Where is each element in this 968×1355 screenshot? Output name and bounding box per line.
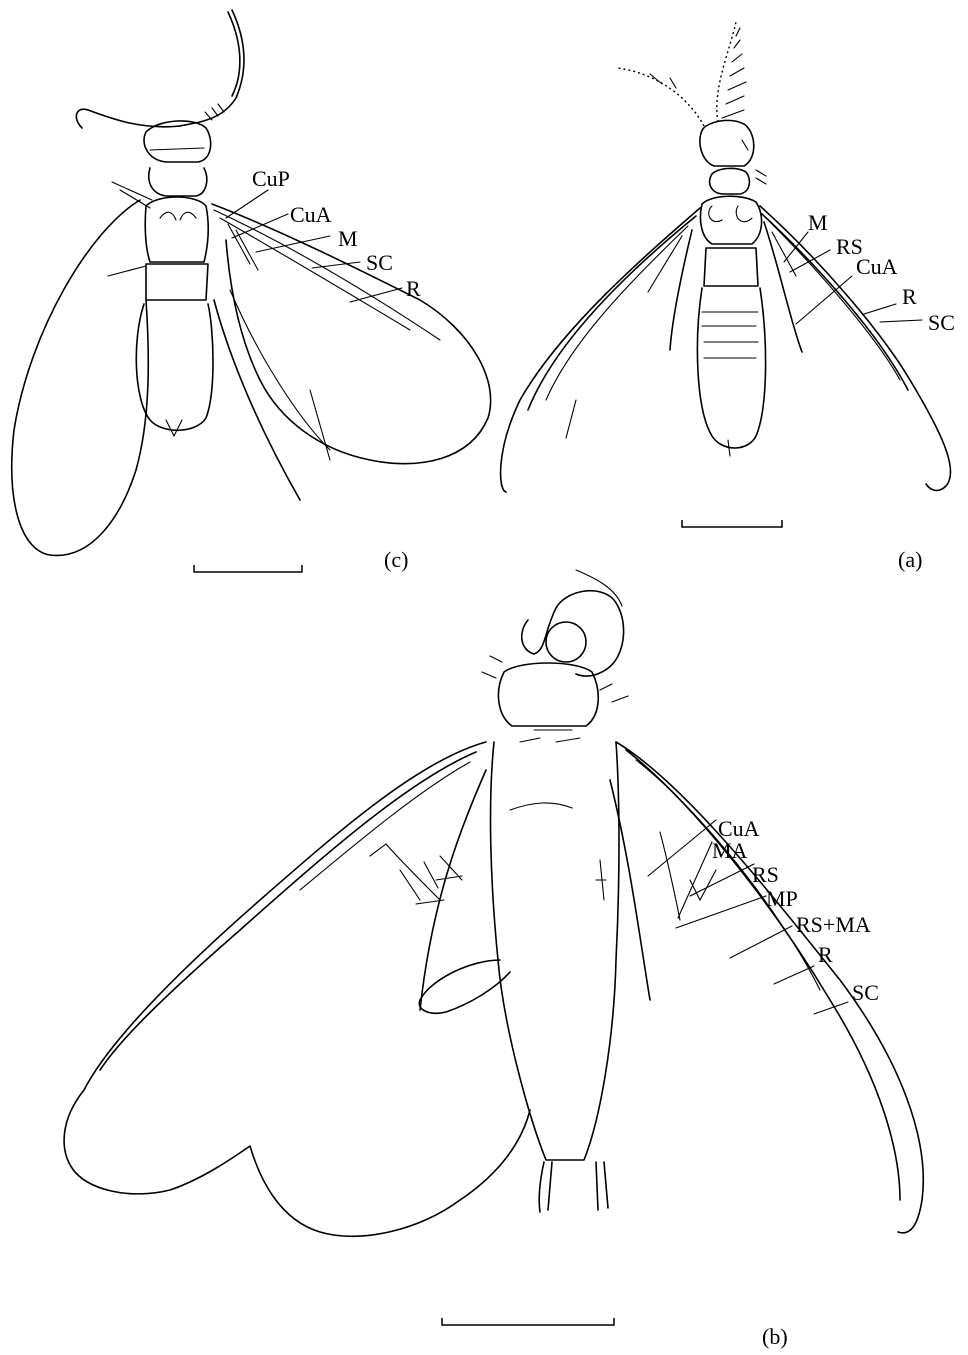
panel-b-vein-label: RS+MA <box>796 912 871 937</box>
panel-a-vein-label: R <box>902 284 917 309</box>
panel-a-vein-label: CuA <box>856 254 898 279</box>
panel-c-vein-label: M <box>338 226 358 251</box>
panel-a-vein-label: SC <box>928 310 955 335</box>
panel-b-vein-label: RS <box>752 862 779 887</box>
panel-b-vein-label: R <box>818 942 833 967</box>
panel-c-vein-label: R <box>406 276 421 301</box>
panel-c-vein-label: SC <box>366 250 393 275</box>
panel-b-tag: (b) <box>762 1324 788 1349</box>
panel-c-vein-label: CuA <box>290 202 332 227</box>
panel-b-vein-label: MA <box>712 838 748 863</box>
panel-a-tag: (a) <box>898 547 922 572</box>
panel-a-vein-label: M <box>808 210 828 235</box>
panel-b-drawing <box>64 570 923 1325</box>
panel-c-tag: (c) <box>384 547 408 572</box>
panel-c-vein-label: CuP <box>252 166 290 191</box>
panel-b-vein-label: MP <box>766 886 798 911</box>
panel-b-vein-label: SC <box>852 980 879 1005</box>
